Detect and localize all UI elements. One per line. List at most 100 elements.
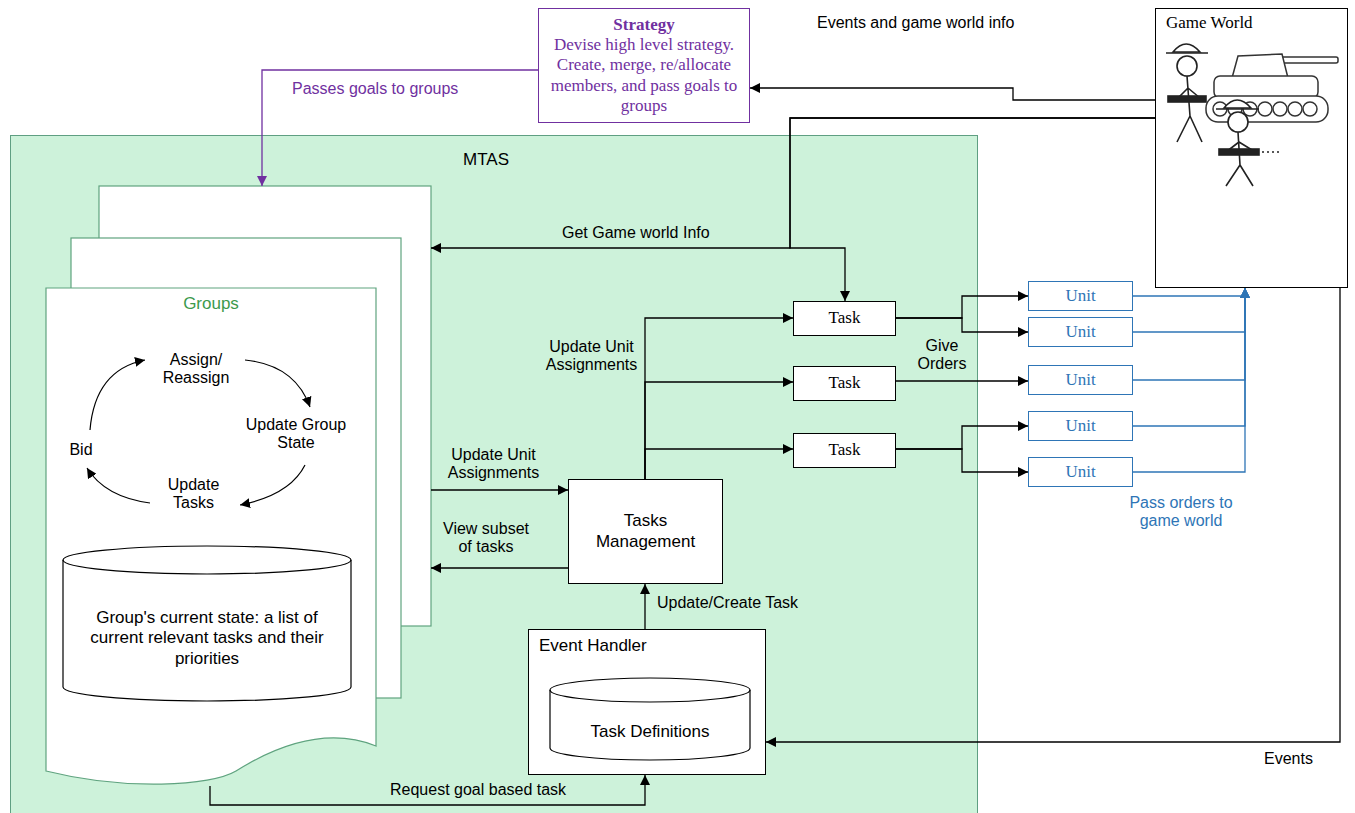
connector-label: Update Unit Assignments bbox=[543, 338, 640, 375]
cycle-arrow bbox=[87, 468, 150, 503]
connector-label: Events and game world info bbox=[815, 14, 1016, 32]
cycle-arrows bbox=[87, 360, 310, 505]
text-block: StrategyDevise high level strategy. Crea… bbox=[545, 15, 743, 115]
soldier-hat-brim bbox=[1166, 52, 1208, 54]
tank-wheel bbox=[1228, 102, 1242, 116]
soldier-body bbox=[1226, 132, 1253, 186]
tank-wheel bbox=[1243, 102, 1257, 116]
text-block: Task bbox=[798, 440, 891, 460]
cycle-arrow bbox=[245, 360, 310, 407]
label-slot: Events bbox=[1262, 750, 1315, 768]
text-block: Unit bbox=[1032, 462, 1129, 482]
cycle-step-label: Update Tasks bbox=[151, 476, 236, 513]
label-slot: Pass orders to game world bbox=[1125, 494, 1237, 531]
connector-label: View subset of tasks bbox=[436, 520, 536, 557]
connector-label: Passes goals to groups bbox=[290, 80, 460, 98]
process-box: Tasks Management bbox=[568, 479, 723, 584]
soldier-body bbox=[1176, 76, 1202, 142]
node-title: Unit bbox=[1032, 322, 1129, 342]
tank-wheel bbox=[1303, 102, 1317, 116]
node-title: MTAS bbox=[431, 150, 541, 170]
soldier-rifle bbox=[1168, 96, 1206, 102]
text-block: Unit bbox=[1032, 286, 1129, 306]
connector bbox=[1133, 288, 1245, 472]
task-box: Task bbox=[793, 433, 896, 468]
text-block: Event Handler bbox=[539, 636, 739, 656]
tank-figure bbox=[1206, 54, 1338, 122]
connector-label: Events bbox=[1262, 750, 1315, 768]
group-stack: GroupsGroup's current state: a list of c… bbox=[46, 186, 431, 786]
label-slot: Events and game world info bbox=[815, 14, 1016, 32]
soldier-hat bbox=[1173, 44, 1200, 52]
soldier-rifle bbox=[1219, 149, 1259, 155]
label-slot: View subset of tasks bbox=[436, 520, 536, 557]
handler-box: Event HandlerTask Definitions bbox=[528, 629, 766, 775]
text-block: Unit bbox=[1032, 370, 1129, 390]
text-block: Unit bbox=[1032, 416, 1129, 436]
strategy-box: StrategyDevise high level strategy. Crea… bbox=[538, 8, 750, 123]
text-block: MTAS bbox=[431, 150, 541, 170]
node-title: Unit bbox=[1032, 286, 1129, 306]
node-title: Task bbox=[798, 373, 891, 393]
connector bbox=[1133, 288, 1245, 332]
soldier-hat bbox=[1224, 100, 1251, 108]
node-title: Strategy bbox=[545, 15, 743, 35]
connector bbox=[1133, 288, 1245, 296]
game-world-box: Game World bbox=[1155, 8, 1348, 288]
cylinder-body bbox=[63, 546, 351, 701]
connector bbox=[1133, 288, 1245, 426]
connector-label: Update/Create Task bbox=[655, 594, 800, 612]
unit-box: Unit bbox=[1028, 365, 1133, 395]
label-slot: Bid bbox=[61, 441, 101, 459]
node-title: Game World bbox=[1166, 13, 1336, 33]
connector bbox=[1133, 288, 1245, 380]
node-body: Devise high level strategy. Create, merg… bbox=[545, 35, 743, 115]
label-slot: Assign/ Reassign bbox=[151, 351, 241, 388]
node-title: Groups bbox=[161, 294, 261, 314]
task-box: Task bbox=[793, 366, 896, 401]
soldier-hat-brim bbox=[1216, 108, 1259, 110]
database-cylinder: Group's current state: a list of current… bbox=[63, 546, 351, 701]
tank-barrel bbox=[1280, 57, 1338, 63]
node-title: Unit bbox=[1032, 462, 1129, 482]
cylinder-outline bbox=[550, 678, 750, 760]
soldier-figure bbox=[1216, 100, 1282, 186]
task-box: Task bbox=[793, 301, 896, 336]
text-block: Task bbox=[798, 308, 891, 328]
text-block: Tasks Management bbox=[577, 511, 714, 551]
cylinder-rim bbox=[550, 690, 750, 702]
label-slot: Update Tasks bbox=[151, 476, 236, 513]
unit-box: Unit bbox=[1028, 281, 1133, 311]
cycle-arrow bbox=[90, 360, 145, 430]
node-title: Task bbox=[798, 308, 891, 328]
tank-wheel bbox=[1273, 102, 1287, 116]
unit-box: Unit bbox=[1028, 411, 1133, 441]
soldier-head bbox=[1177, 56, 1197, 76]
node-title: Task Definitions bbox=[558, 722, 742, 742]
text-block: Groups bbox=[161, 294, 261, 314]
tank-wheel bbox=[1288, 102, 1302, 116]
muzzle-dots bbox=[1262, 151, 1282, 153]
cycle-step-label: Assign/ Reassign bbox=[151, 351, 241, 388]
text-block: Unit bbox=[1032, 322, 1129, 342]
node-title: Tasks Management bbox=[577, 511, 714, 551]
label-slot: Give Orders bbox=[912, 337, 972, 374]
connector-label: Request goal based task bbox=[388, 781, 568, 799]
text-block: Task Definitions bbox=[558, 722, 742, 742]
connector-label: Get Game world Info bbox=[560, 224, 712, 242]
cycle-arrow bbox=[240, 465, 305, 505]
text-block: Task bbox=[798, 373, 891, 393]
node-title: Task bbox=[798, 440, 891, 460]
cylinder-body bbox=[550, 678, 750, 760]
connector-label: Update Unit Assignments bbox=[436, 446, 551, 483]
node-title: Group's current state: a list of current… bbox=[73, 608, 341, 668]
node-title: Unit bbox=[1032, 370, 1129, 390]
label-slot: Update Unit Assignments bbox=[436, 446, 551, 483]
connector bbox=[750, 88, 1155, 100]
label-slot: Update/Create Task bbox=[655, 594, 800, 612]
label-slot: Get Game world Info bbox=[560, 224, 712, 242]
connector-label: Give Orders bbox=[912, 337, 972, 374]
tank-turret bbox=[1232, 54, 1288, 78]
connector-label: Pass orders to game world bbox=[1125, 494, 1237, 531]
